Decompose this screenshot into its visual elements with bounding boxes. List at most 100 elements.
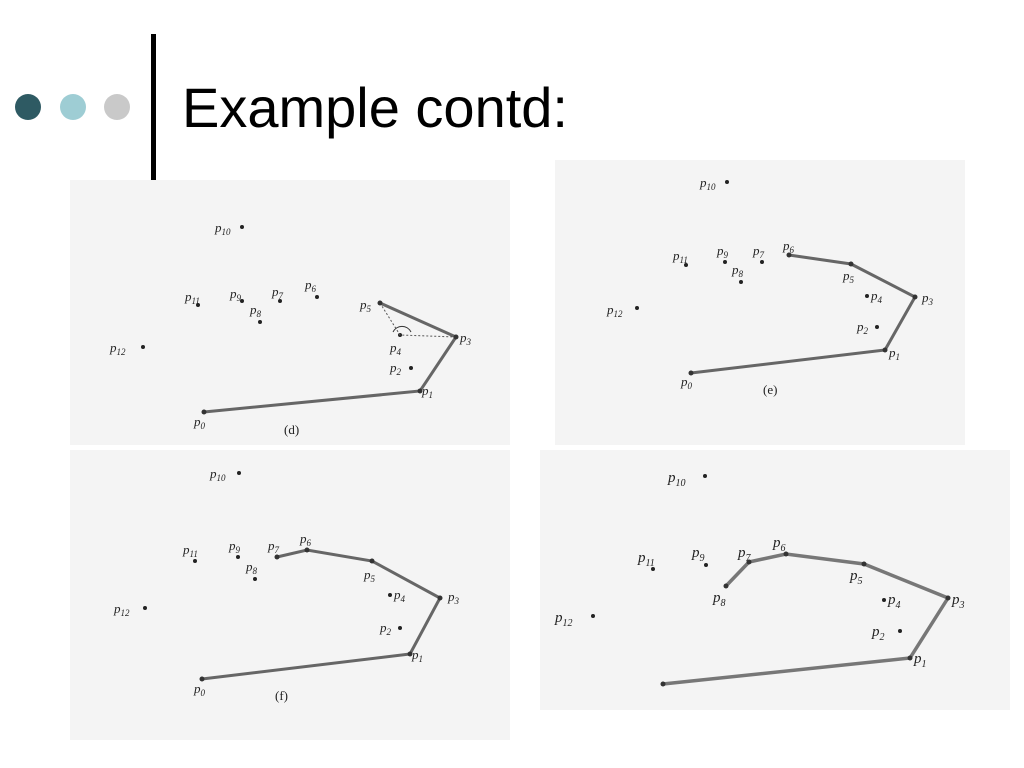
dashed-test-d [379,302,457,338]
figure-g-svg: p10 p11 p9 p7 p6 p8 p12 p5 p4 p3 p2 p1 [554,470,965,687]
point-p2 [898,629,902,633]
point-p8 [739,280,743,284]
point-p7 [278,299,282,303]
point-p9 [723,260,727,264]
label-p11: p11 [672,248,688,265]
point-p9 [240,299,244,303]
label-p4: p4 [389,340,402,357]
figure-f-svg: p10 p11 p9 p8 p7 p6 p12 p5 p4 p3 p2 p1 p… [113,466,460,698]
point-p11 [651,567,655,571]
label-p3: p3 [921,290,934,307]
hull-path-g [662,552,951,686]
point-p11 [196,303,200,307]
figure-panel-f: p10 p11 p9 p8 p7 p6 p12 p5 p4 p3 p2 p1 p… [70,450,510,740]
point-p2 [409,366,413,370]
label-p9: p9 [691,545,705,564]
label-p5: p5 [359,297,372,314]
point-p12 [591,614,595,618]
label-p12: p12 [554,610,573,629]
label-p6: p6 [782,238,795,255]
title-accent-line [151,34,156,180]
point-p2 [875,325,879,329]
point-p6 [315,295,319,299]
label-p4: p4 [887,592,901,611]
point-p9 [704,563,708,567]
label-p9: p9 [228,538,241,555]
hull-path-e [690,253,918,375]
hull-path-d [203,301,459,414]
point-p10 [237,471,241,475]
point-p11 [684,263,688,267]
label-p2: p2 [856,319,869,336]
label-p12: p12 [109,340,126,357]
figure-e-svg: p10 p11 p9 p8 p7 p6 p12 p5 p4 p3 p2 p1 p… [606,175,934,391]
hull-path-f [201,548,443,681]
label-p8: p8 [731,262,744,279]
point-p12 [143,606,147,610]
label-p12: p12 [606,302,623,319]
slide-title: Example contd: [182,76,568,139]
point-p8 [258,320,262,324]
point-p12 [141,345,145,349]
point-p4 [865,294,869,298]
point-p2 [398,626,402,630]
bullet-dot-teal [60,94,86,120]
label-p5: p5 [842,268,855,285]
label-p0: p0 [680,374,693,391]
label-p2: p2 [379,620,392,637]
label-p4: p4 [393,587,406,604]
figure-d-svg: p10 p11 p9 p8 p7 p6 p12 p4 p2 p5 p3 p1 [109,220,472,431]
label-p11: p11 [637,550,655,569]
point-p10 [240,225,244,229]
label-p2: p2 [389,360,402,377]
figure-panel-e: p10 p11 p9 p8 p7 p6 p12 p5 p4 p3 p2 p1 p… [555,160,965,445]
label-p3: p3 [447,589,460,606]
label-p9: p9 [229,286,242,303]
label-p8: p8 [712,590,726,609]
label-p0: p0 [193,681,206,698]
label-p2: p2 [871,624,885,643]
figure-caption-d: (d) [284,422,300,437]
label-p6: p6 [772,535,786,554]
label-p7: p7 [271,284,284,301]
figure-caption-f: (f) [275,688,288,703]
figure-panel-d: p10 p11 p9 p8 p7 p6 p12 p4 p2 p5 p3 p1 [70,180,510,445]
label-p3: p3 [951,592,965,611]
label-p12: p12 [113,601,130,618]
label-p10: p10 [214,220,231,237]
label-p11: p11 [182,542,198,559]
label-p0: p0 [193,414,206,431]
label-p6: p6 [299,531,312,548]
point-p9 [236,555,240,559]
point-p10 [725,180,729,184]
angle-arc-d [392,325,412,333]
label-p6: p6 [304,277,317,294]
label-p7: p7 [267,538,280,555]
bullet-dot-grey [104,94,130,120]
bullet-dot-dark [15,94,41,120]
label-p1: p1 [913,651,927,670]
label-p11: p11 [184,289,200,306]
figure-panel-g: p10 p11 p9 p7 p6 p8 p12 p5 p4 p3 p2 p1 [540,450,1010,710]
label-p9: p9 [716,243,729,260]
point-p7 [760,260,764,264]
point-p10 [703,474,707,478]
label-p5: p5 [849,568,863,587]
point-p4 [882,598,886,602]
label-p5: p5 [363,567,376,584]
label-p10: p10 [209,466,226,483]
point-p4 [388,593,392,597]
point-p8 [253,577,257,581]
label-p3: p3 [459,330,472,347]
point-p12 [635,306,639,310]
label-p4: p4 [870,288,883,305]
point-p11 [193,559,197,563]
label-p10: p10 [667,470,686,489]
label-p8: p8 [249,302,262,319]
label-p1: p1 [888,345,900,362]
label-p7: p7 [752,243,765,260]
label-p10: p10 [699,175,716,192]
label-p8: p8 [245,559,258,576]
figure-caption-e: (e) [763,382,778,397]
